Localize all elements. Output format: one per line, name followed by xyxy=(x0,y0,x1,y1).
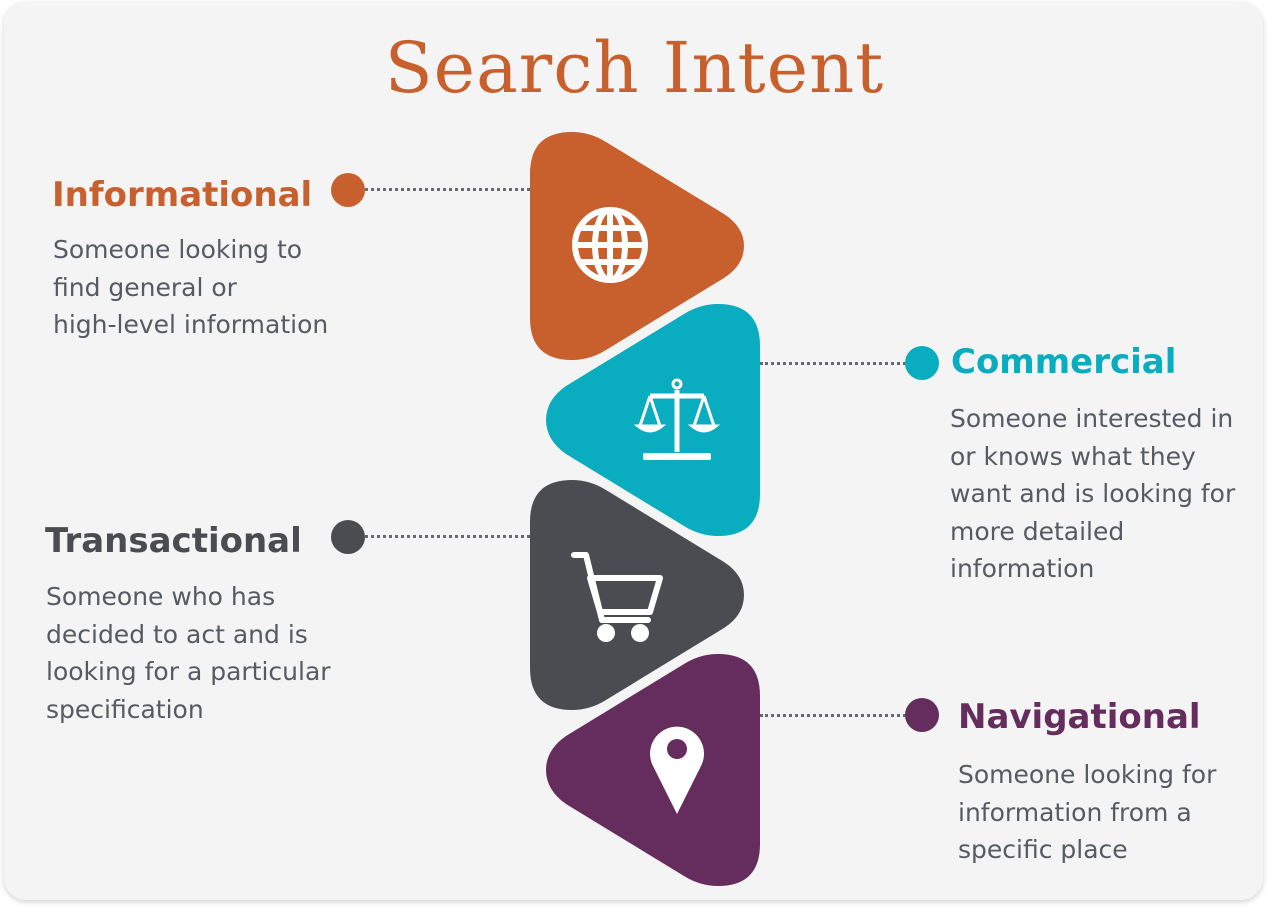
informational-description: Someone looking to find general or high-… xyxy=(53,231,328,344)
description-line: want and is looking for xyxy=(950,479,1236,508)
location-pin-icon xyxy=(649,726,704,814)
transactional-dot xyxy=(331,520,365,554)
description-line: Someone looking to xyxy=(53,235,303,264)
navigational-description: Someone looking for information from a s… xyxy=(958,756,1216,869)
transactional-triangle xyxy=(530,480,744,710)
description-line: decided to act and is xyxy=(46,619,308,649)
globe-icon xyxy=(572,207,648,283)
commercial-heading: Commercial xyxy=(951,342,1177,382)
commercial-triangle xyxy=(546,304,760,536)
page-title: Search Intent xyxy=(384,27,885,109)
description-line: Someone interested in xyxy=(950,404,1234,433)
commercial-dot xyxy=(905,346,939,380)
informational-heading: Informational xyxy=(52,175,313,215)
navigational-heading: Navigational xyxy=(958,697,1201,737)
description-line: Someone who has xyxy=(46,582,276,611)
transactional-connector xyxy=(365,535,530,538)
navigational-connector xyxy=(760,714,906,717)
description-line: information xyxy=(950,554,1095,583)
commercial-connector xyxy=(760,362,906,365)
commercial-description: Someone interested in or knows what they… xyxy=(950,400,1235,588)
description-line: specific place xyxy=(958,835,1128,864)
description-line: or knows what they xyxy=(950,441,1196,471)
description-line: information from a xyxy=(958,797,1192,827)
navigational-dot xyxy=(905,698,939,732)
navigational-triangle xyxy=(546,654,760,886)
description-line: specification xyxy=(46,694,204,724)
description-line: high-level information xyxy=(53,310,329,339)
scales-icon xyxy=(633,378,721,460)
informational-connector xyxy=(365,188,530,191)
description-line: find general or xyxy=(53,272,237,302)
description-line: Someone looking for xyxy=(958,760,1217,789)
description-line: more detailed xyxy=(950,516,1125,546)
transactional-heading: Transactional xyxy=(45,521,302,561)
description-line: looking for a particular xyxy=(46,657,331,686)
transactional-description: Someone who has decided to act and is lo… xyxy=(46,578,331,728)
informational-dot xyxy=(331,173,365,207)
shopping-cart-icon xyxy=(571,552,663,642)
